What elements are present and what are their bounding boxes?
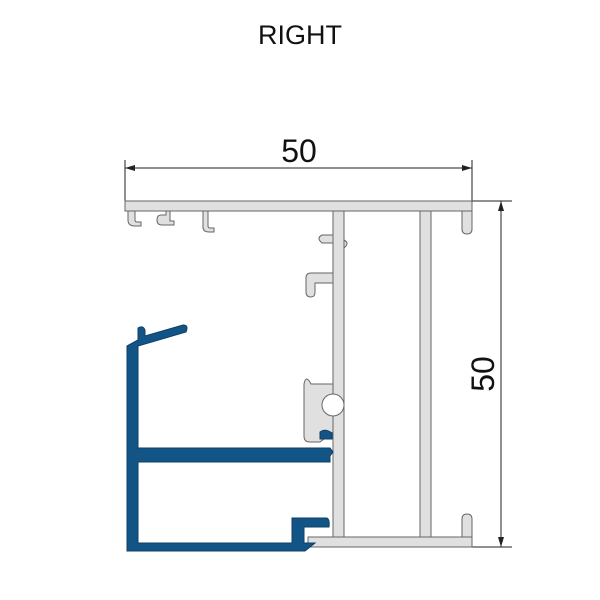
width-label: 50 xyxy=(281,133,317,169)
height-label: 50 xyxy=(465,356,501,392)
sash-profile xyxy=(126,324,334,552)
frame-profile xyxy=(124,200,473,548)
width-dimension: 50 xyxy=(124,133,473,201)
view-title: RIGHT xyxy=(258,20,342,50)
height-dimension: 50 xyxy=(465,200,512,548)
